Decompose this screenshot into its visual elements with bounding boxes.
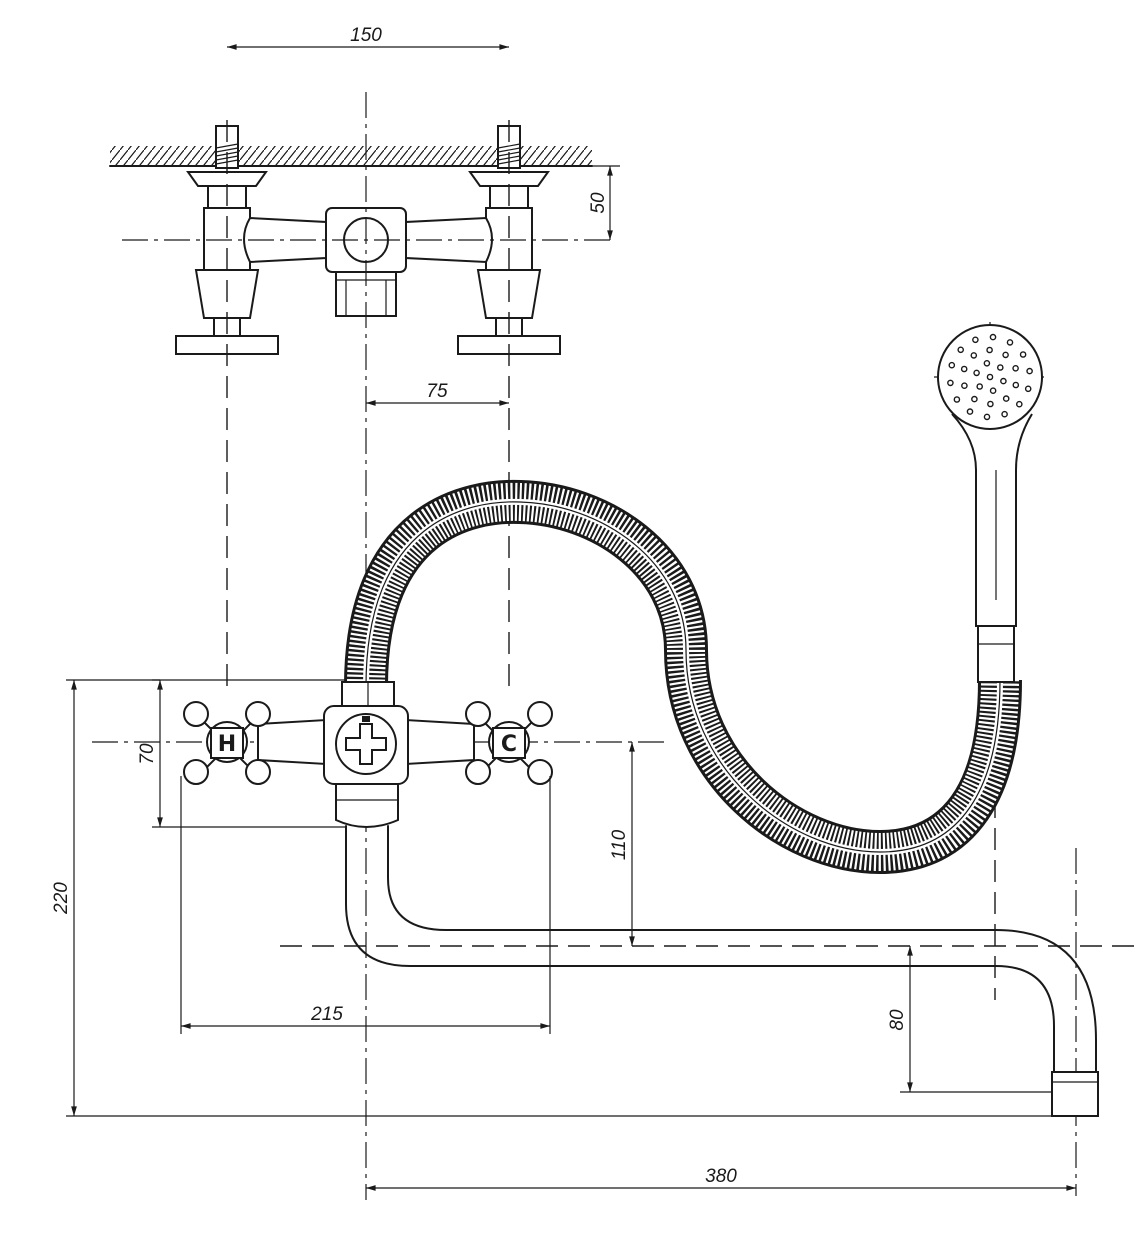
nozzle-dot bbox=[948, 361, 956, 369]
nozzle-dot bbox=[989, 333, 997, 341]
dim-70: 70 bbox=[137, 743, 158, 765]
nozzle-dot bbox=[986, 373, 994, 381]
side-right-arm bbox=[405, 718, 475, 766]
nozzle-dot bbox=[961, 382, 968, 390]
dim-215: 215 bbox=[310, 1004, 343, 1025]
nozzle-dot bbox=[1012, 381, 1020, 389]
cold-handle: C bbox=[465, 701, 553, 785]
shower-handle-neck bbox=[977, 625, 1015, 683]
side-spout-collar bbox=[335, 783, 399, 828]
shower-head bbox=[937, 324, 1043, 683]
nozzle-dot bbox=[1024, 385, 1032, 393]
nozzle-dot bbox=[957, 346, 965, 354]
nozzle-dot bbox=[972, 336, 979, 344]
top-left-arm bbox=[243, 216, 327, 264]
shower-nozzles bbox=[947, 333, 1033, 421]
nozzle-dot bbox=[953, 396, 961, 403]
hose-outer bbox=[344, 479, 1022, 875]
nozzle-dot bbox=[983, 413, 991, 421]
dim-220: 220 bbox=[51, 882, 72, 915]
nozzle-dot bbox=[1000, 377, 1007, 385]
nozzle-dot bbox=[1026, 367, 1033, 375]
spout-outer bbox=[345, 825, 1055, 1073]
nozzle-dot bbox=[1016, 400, 1023, 408]
shower-hose bbox=[344, 479, 1022, 875]
nozzle-dot bbox=[960, 365, 968, 373]
cold-label: C bbox=[501, 732, 517, 757]
hot-label: H bbox=[218, 732, 236, 757]
spout-inner bbox=[387, 825, 1097, 1073]
spout-aerator bbox=[1051, 1071, 1099, 1117]
nozzle-dot bbox=[970, 352, 978, 359]
dim-80: 80 bbox=[887, 1009, 908, 1031]
nozzle-dot bbox=[1002, 351, 1009, 359]
nozzle-dot bbox=[976, 383, 984, 390]
side-left-arm bbox=[257, 718, 327, 766]
nozzle-dot bbox=[971, 395, 978, 403]
dim-50: 50 bbox=[588, 192, 609, 214]
nozzle-dot bbox=[947, 379, 954, 387]
nozzle-dot bbox=[986, 346, 993, 354]
dim-380: 380 bbox=[705, 1166, 737, 1187]
nozzle-dot bbox=[983, 359, 991, 367]
nozzle-dot bbox=[997, 364, 1004, 371]
dimension-lines: 150 50 75 70 220 110 215 80 380 bbox=[51, 25, 1076, 1191]
side-view-mixer: H C bbox=[183, 681, 553, 828]
nozzle-dot bbox=[973, 369, 980, 377]
spout bbox=[345, 825, 1099, 1117]
nozzle-dot bbox=[1012, 364, 1019, 372]
shower-handle bbox=[951, 413, 1033, 627]
nozzle-dot bbox=[1002, 395, 1010, 402]
nozzle-dot bbox=[1001, 410, 1008, 418]
diverter-mark bbox=[362, 716, 370, 722]
nozzle-dot bbox=[1006, 339, 1014, 346]
nozzle-dot bbox=[966, 408, 974, 415]
dim-110: 110 bbox=[609, 829, 630, 860]
nozzle-dot bbox=[987, 400, 994, 408]
diverter-cross bbox=[345, 723, 387, 765]
hot-handle: H bbox=[183, 701, 271, 785]
dim-75: 75 bbox=[426, 381, 448, 402]
dim-150: 150 bbox=[350, 25, 382, 46]
nozzle-dot bbox=[1019, 351, 1027, 358]
nozzle-dot bbox=[989, 387, 997, 395]
